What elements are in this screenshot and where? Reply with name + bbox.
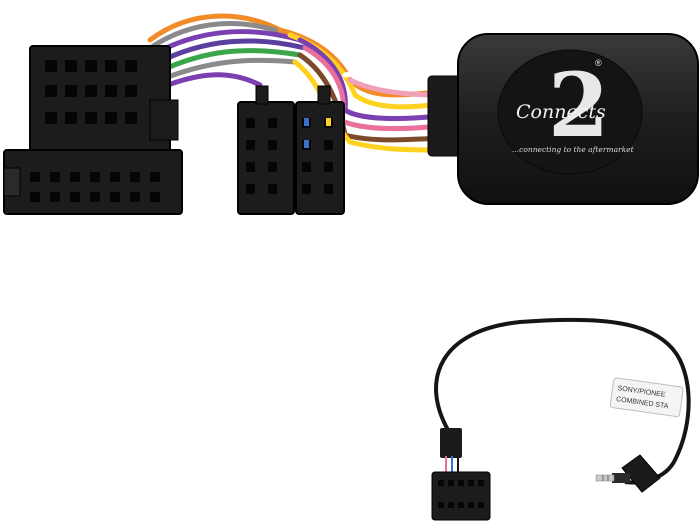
iso-connector-icon xyxy=(3,45,183,215)
jack-plug-icon xyxy=(595,454,661,493)
logo-registered: ® xyxy=(595,58,602,68)
logo-tagline: ...connecting to the aftermarket xyxy=(512,145,635,154)
logo-wordmark: Connects xyxy=(516,101,606,123)
cable-label: SONY/PIONEE COMBINED STA xyxy=(609,377,684,418)
control-module-icon xyxy=(427,33,699,205)
patch-lead-icon: SONY/PIONEE COMBINED STA xyxy=(431,317,691,521)
brand-logo: 2 Connects ® ...connecting to the afterm… xyxy=(512,53,635,157)
iso-connector-pair xyxy=(237,85,345,215)
logo-numeral: 2 xyxy=(548,53,609,157)
